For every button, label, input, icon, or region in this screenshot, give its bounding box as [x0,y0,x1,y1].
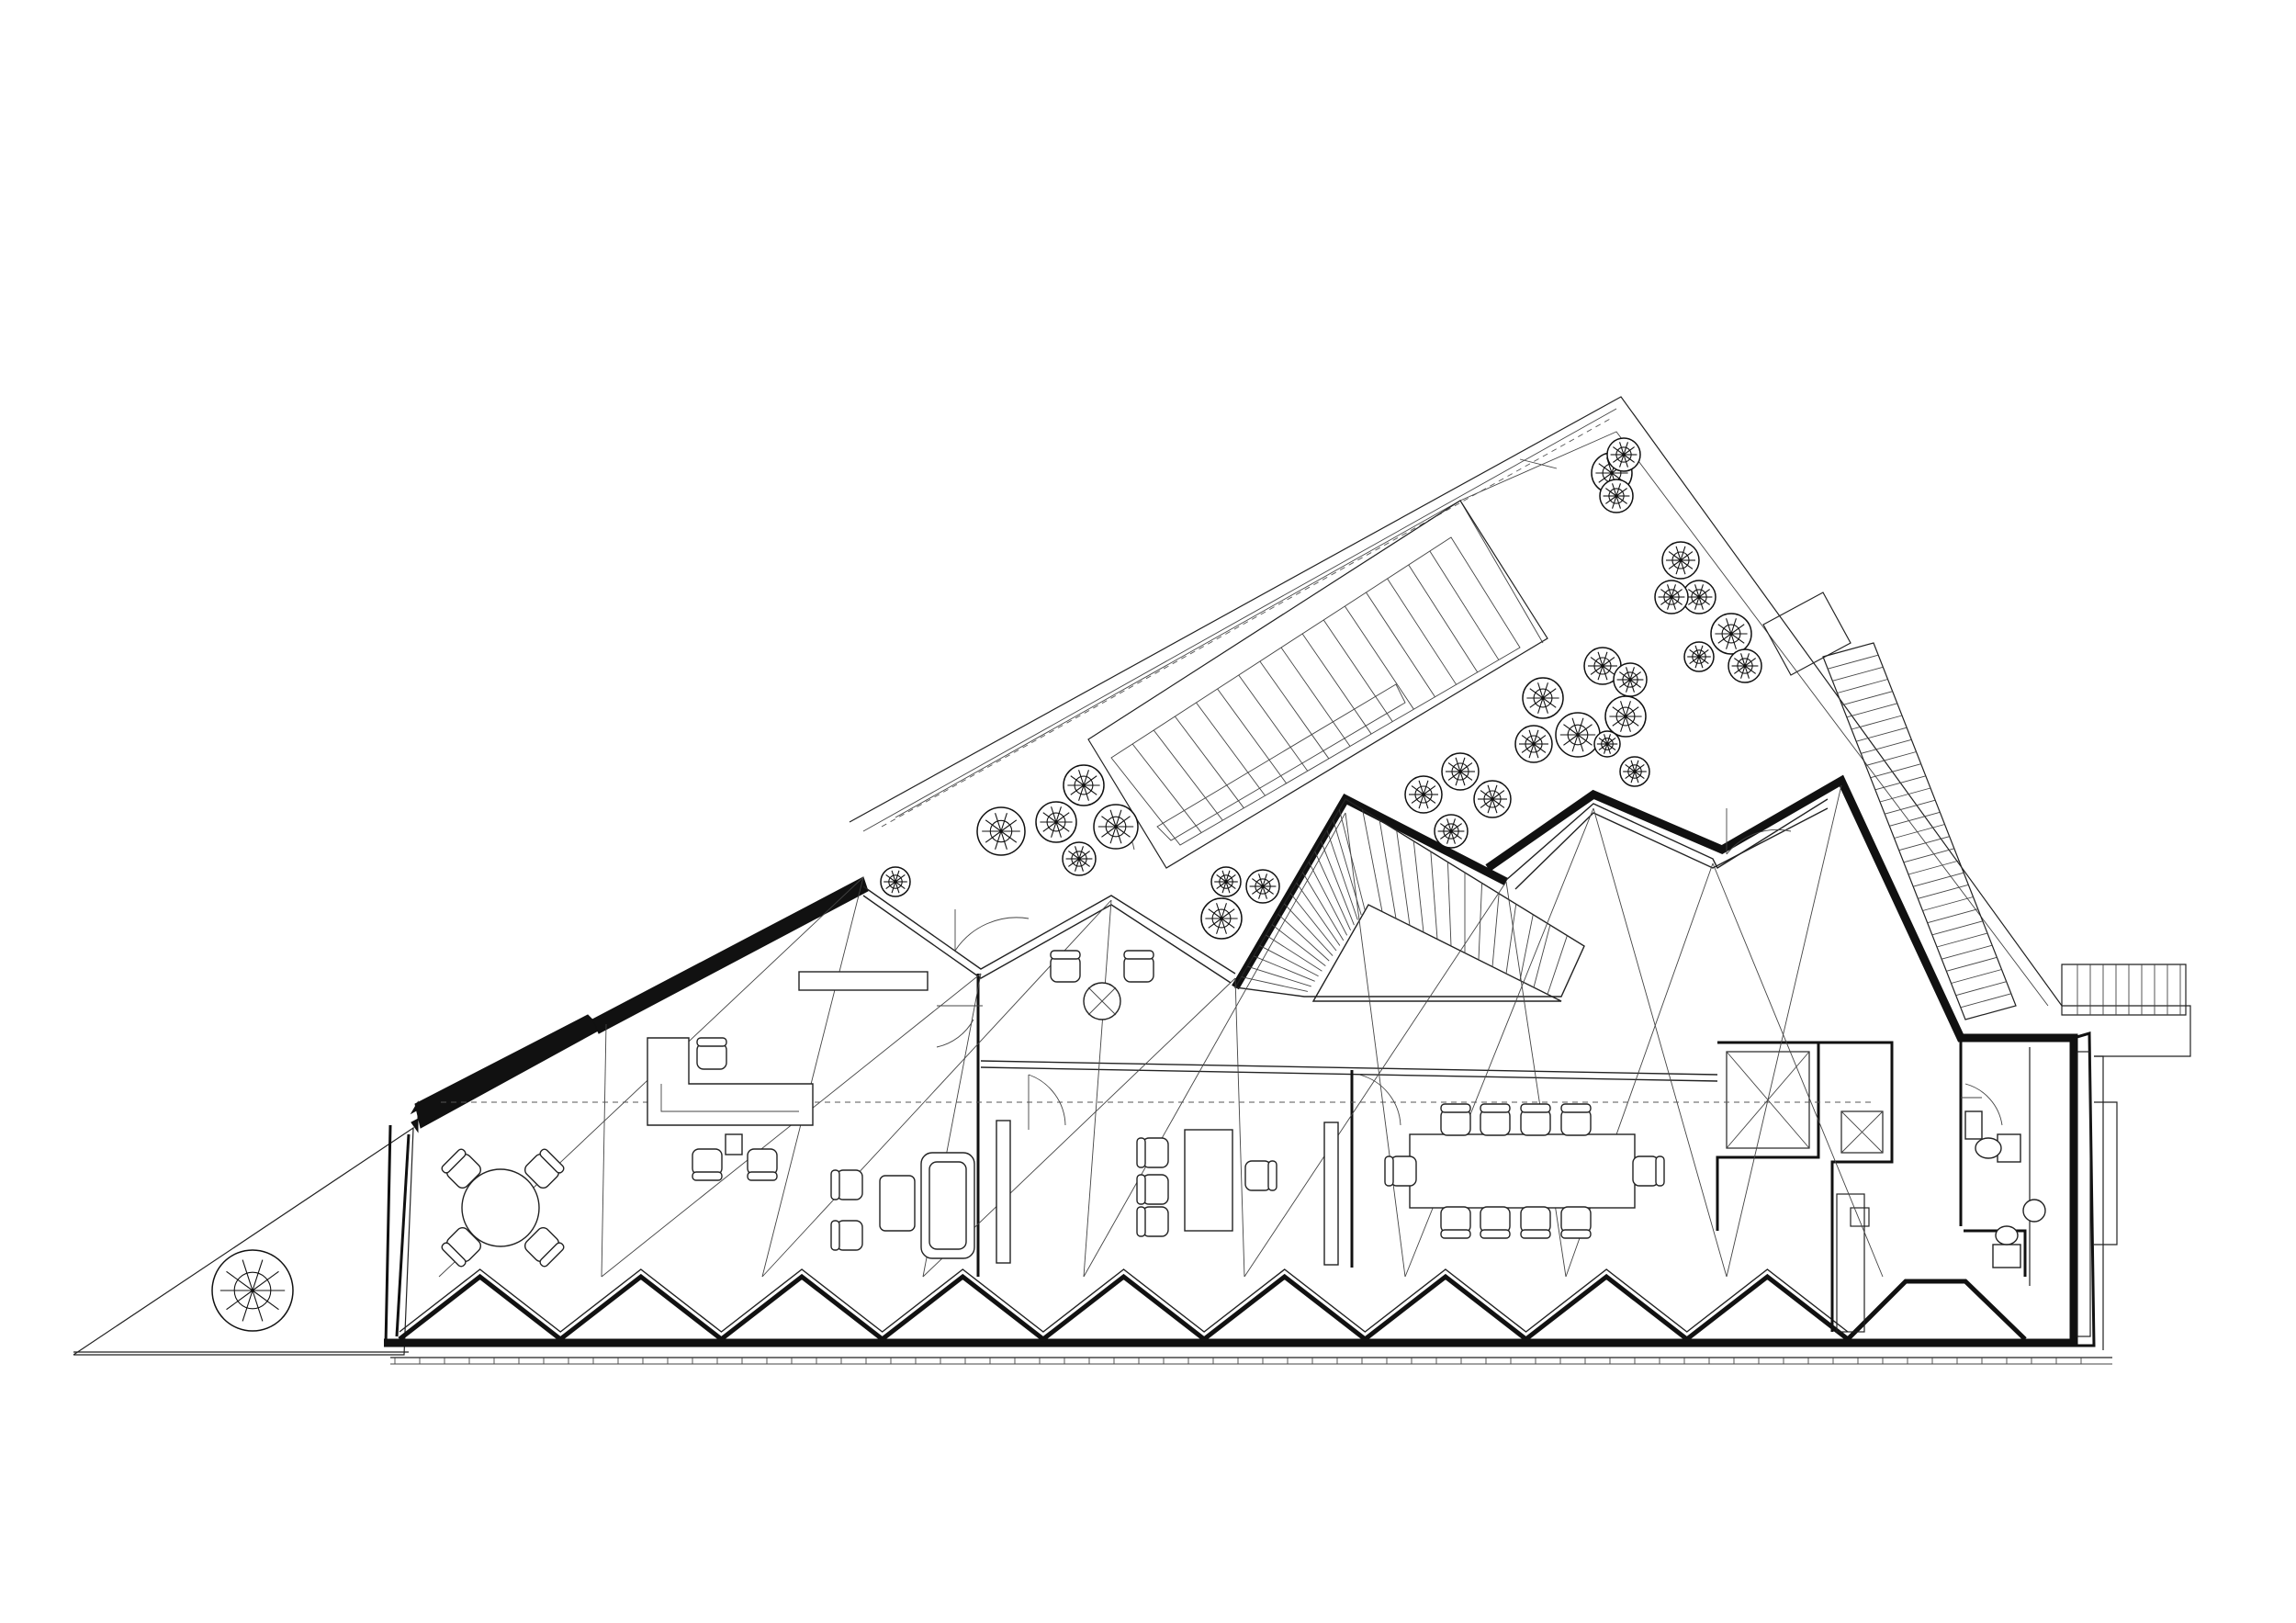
chair [523,1226,565,1268]
chair [1632,1155,1665,1187]
chair [1244,1160,1277,1191]
tree-icon [1404,775,1443,814]
reception-desk [647,1037,814,1126]
chair [441,1148,482,1189]
tree-icon [1583,647,1622,685]
door-swings [936,808,2003,1130]
tree-icon [1710,613,1752,655]
chair [523,1148,565,1189]
sawtooth-end [1846,1279,2027,1341]
chair [830,1169,863,1200]
tree-icon [1613,662,1648,697]
chair [1136,1137,1169,1168]
chair [1560,1103,1592,1136]
tree-icon [1619,756,1650,787]
site-boundary [73,396,2191,1365]
wall-shelf-1 [996,1120,1011,1264]
coffee-table [879,1175,916,1232]
tree-icon [1682,580,1716,614]
tree-icon [1210,866,1242,897]
chair [1136,1206,1169,1237]
tree-icon [1035,801,1077,843]
tree-icon [1555,712,1601,758]
round-table [461,1168,540,1247]
sawtooth-outer [398,1273,1850,1343]
chair [1050,950,1081,983]
tree-icon [1604,695,1647,738]
office-desk [1184,1129,1233,1232]
tree-icon [1599,479,1634,513]
tree-icon [1062,841,1097,876]
tree-icon [1093,804,1139,850]
roof-skylight [1087,500,1548,869]
tree-icon [1683,641,1715,672]
building-walls [384,774,2078,1347]
tree-icon [1441,752,1480,791]
chair [1123,950,1154,983]
chair [1560,1206,1592,1239]
tree-icon [1514,725,1553,763]
tree-icon [1200,897,1243,940]
tree-icon [1593,730,1621,758]
tree-icon [1728,648,1762,683]
sawtooth-inner [399,1268,1849,1333]
tree-icon [880,866,911,897]
tree-icon [976,806,1026,856]
internal-walls [976,974,2031,1333]
tree-icon [1654,580,1689,614]
chair [1480,1206,1511,1239]
chair [1136,1174,1169,1205]
chair [1440,1206,1471,1239]
chair [1480,1103,1511,1136]
furniture [441,950,2046,1268]
small-cabinet [725,1133,743,1155]
tree-icon [1661,541,1700,580]
tree-icon [1473,780,1512,818]
tree-icon [1063,764,1105,806]
chair [692,1148,723,1181]
chair [1440,1103,1471,1136]
tree-icon [1522,677,1564,719]
tree-icon [1245,869,1280,904]
chair [696,1037,727,1070]
wall-shelf-2 [1323,1121,1339,1266]
chair [1520,1103,1551,1136]
landscape-trees [211,437,1762,1332]
shelf [798,971,929,991]
external-stair [1762,592,2187,1020]
chair [747,1148,778,1181]
chair [1520,1206,1551,1239]
meeting-table [1409,1133,1636,1209]
right-facade [2073,1031,2118,1350]
sawtooth-facade [394,1268,2082,1364]
tree-icon [211,1249,294,1332]
chair [1384,1155,1417,1187]
chair [441,1226,482,1268]
tree-icon [1434,814,1469,849]
tree-icon [1606,437,1641,472]
top-facade [862,798,1829,984]
chair [830,1220,863,1251]
